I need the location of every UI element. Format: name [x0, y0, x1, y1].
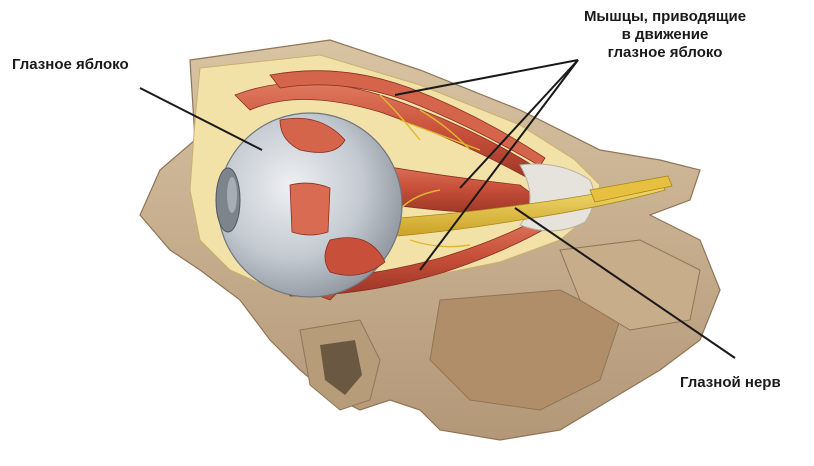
label-muscles-line-3: глазное яблоко [560, 44, 770, 62]
cornea-highlight [227, 177, 237, 213]
label-muscles-line-2: в движение [560, 26, 770, 44]
label-muscles: Мышцы, приводящие в движение глазное ябл… [560, 8, 770, 62]
label-muscles-line-1: Мышцы, приводящие [560, 8, 770, 26]
label-eyeball: Глазное яблоко [12, 56, 129, 74]
label-optic-nerve: Глазной нерв [680, 374, 781, 392]
muscle-insertion-center [290, 183, 330, 235]
